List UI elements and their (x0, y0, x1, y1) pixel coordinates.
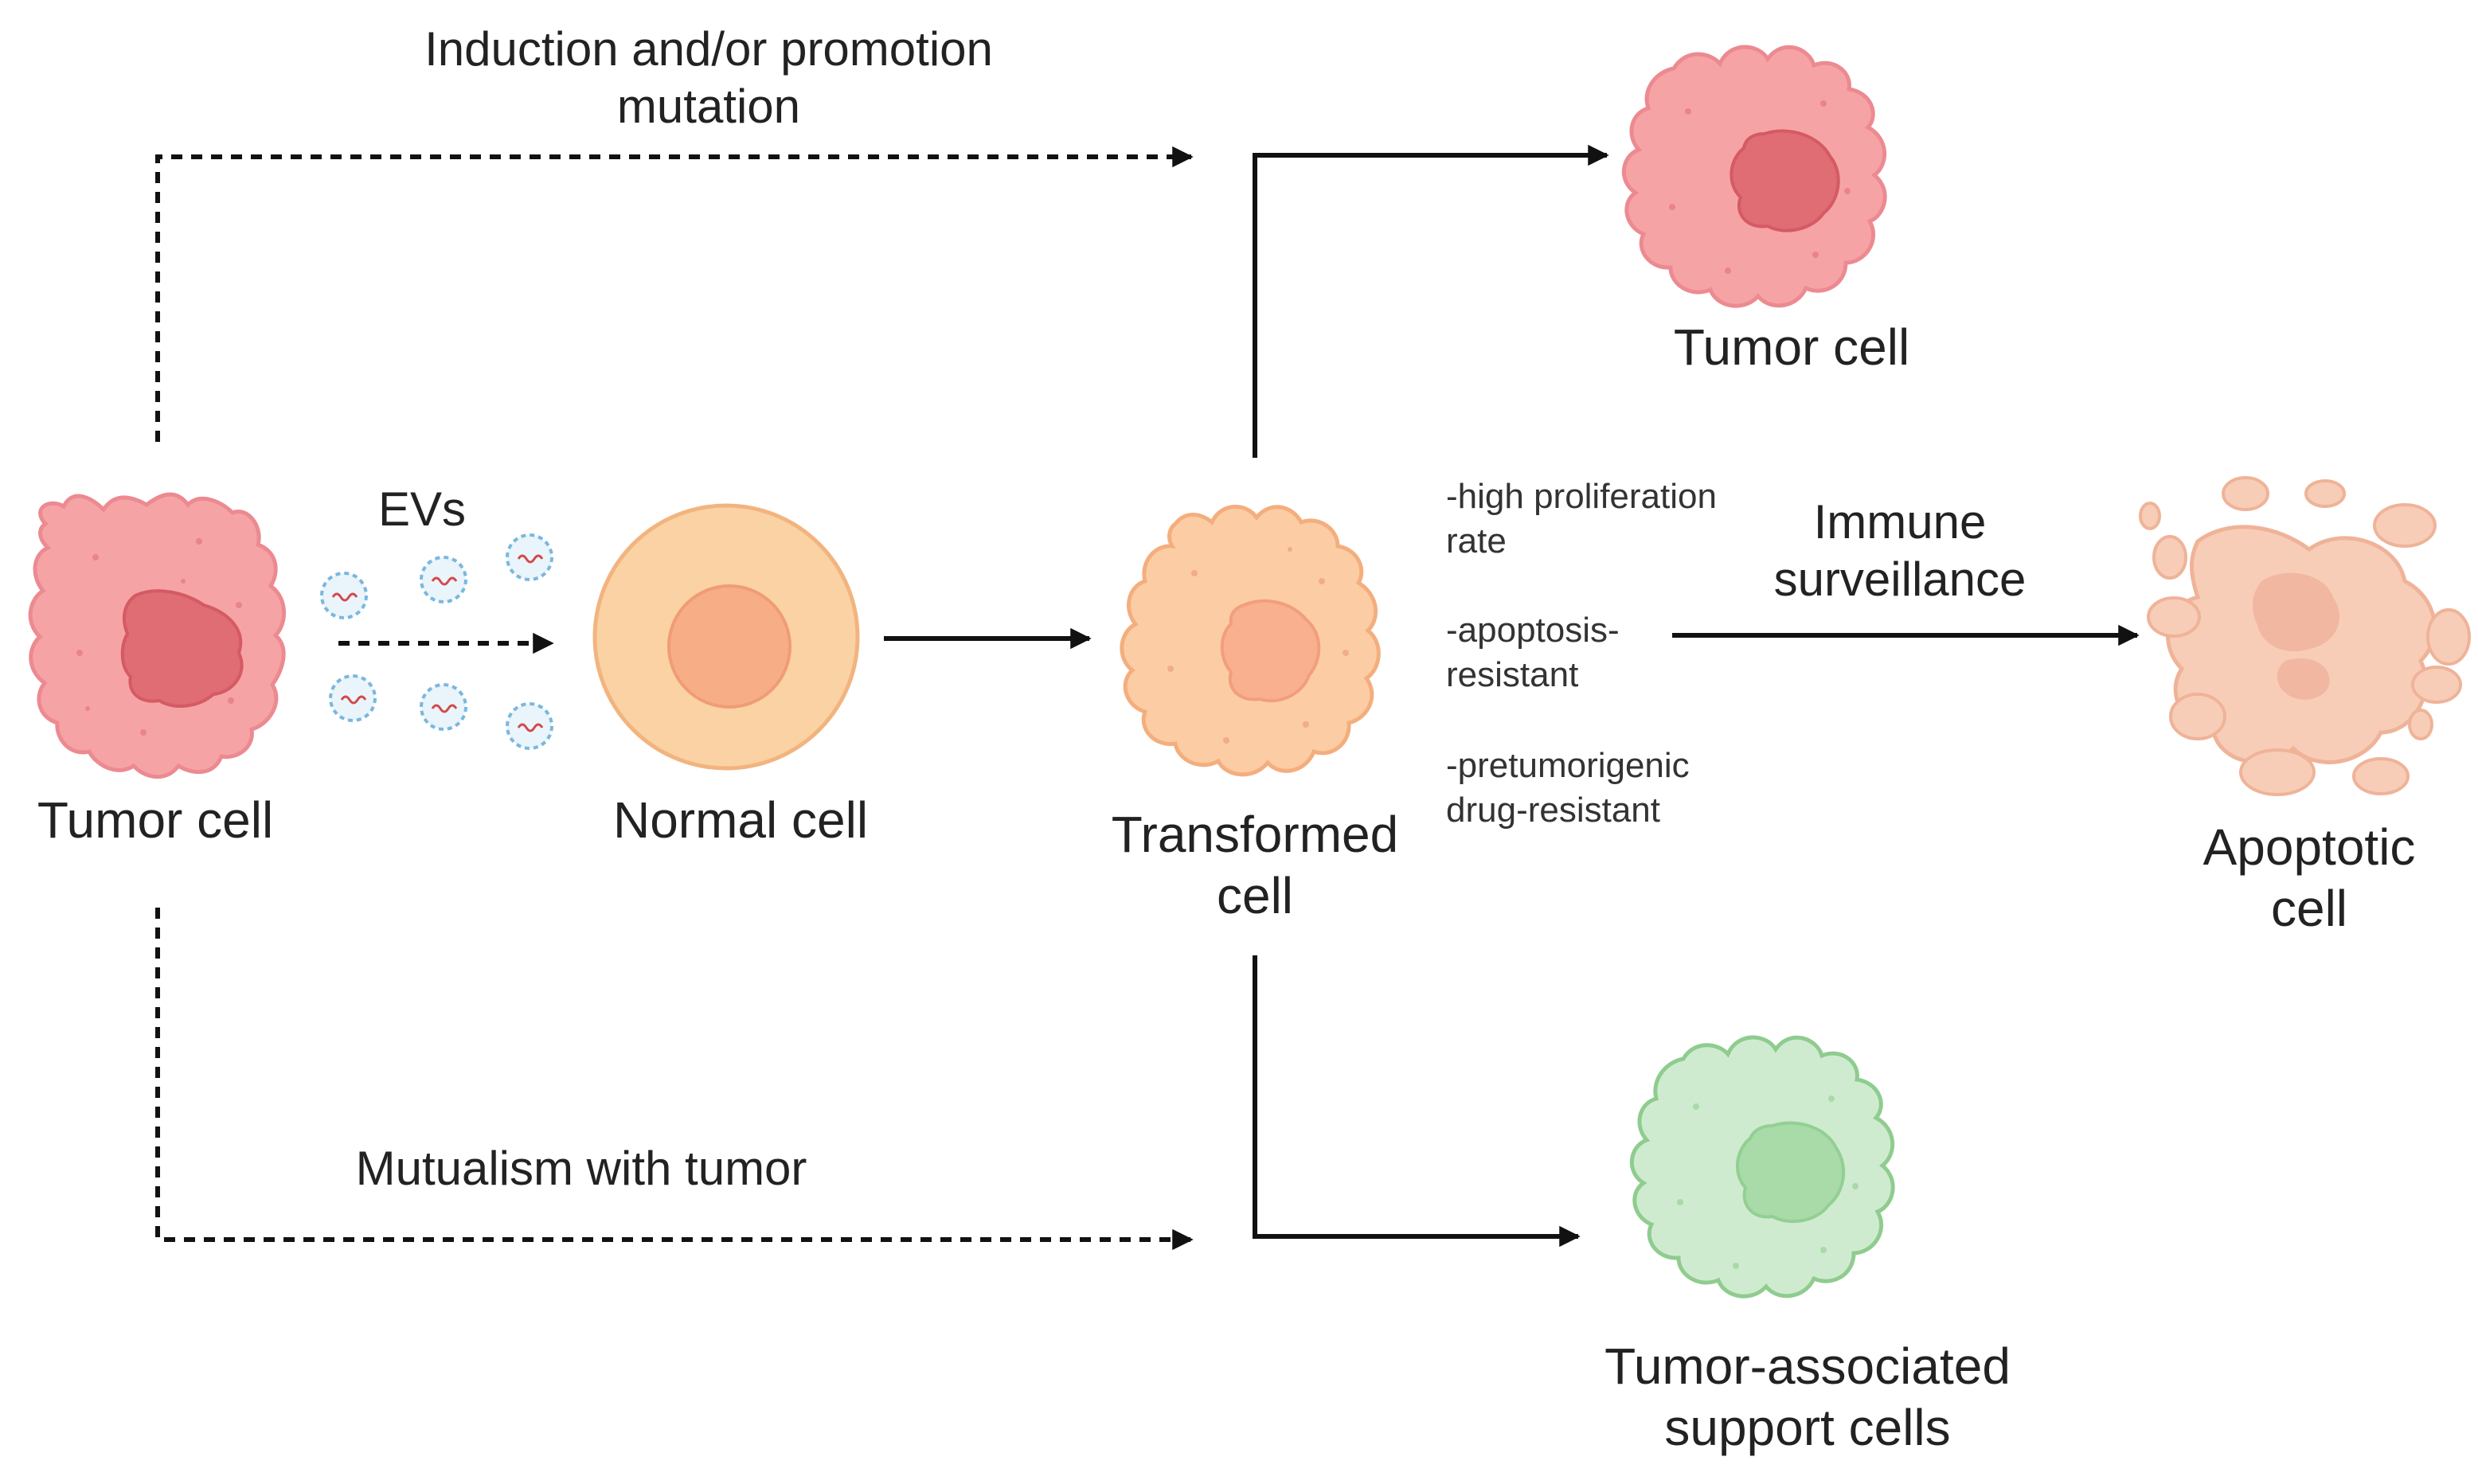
apoptotic-cell-label: Apoptotic cell (2202, 818, 2416, 937)
transformed-cell-icon (1120, 505, 1381, 777)
arrow-mutualism-dashed (155, 908, 1194, 1251)
arrow-induction-dashed (155, 146, 1194, 442)
arrow-transformed-to-support (1253, 955, 1581, 1248)
immune-surveillance-label: Immune surveillance (1773, 495, 2027, 606)
apoptotic-cell-icon (2139, 476, 2471, 796)
trait-high-proliferation: -high proliferation rate (1446, 477, 1717, 560)
ev-particle-icon (320, 572, 368, 619)
trait-pretumorigenic: -pretumorigenic drug-resistant (1446, 746, 1690, 830)
transformed-cell-label: Transformed cell (1111, 806, 1399, 924)
ev-particle-icon (420, 683, 467, 731)
tumor-cell-left-icon (28, 492, 286, 779)
arrow-transformed-to-tumor (1253, 144, 1609, 458)
normal-cell-label: Normal cell (612, 791, 869, 849)
induction-label: Induction and/or promotion mutation (424, 22, 993, 133)
ev-particle-icon (506, 533, 553, 581)
evs-label: EVs (377, 482, 467, 536)
ev-particle-icon (329, 674, 377, 722)
extracellular-vesicles (320, 533, 553, 750)
ev-particle-icon (506, 702, 553, 750)
tumor-cell-top-label: Tumor cell (1673, 318, 1910, 376)
normal-cell-icon (592, 503, 860, 771)
support-cell-icon (1630, 1035, 1895, 1298)
support-cells-label: Tumor-associated support cells (1604, 1338, 2011, 1456)
tumor-cell-top-icon (1622, 45, 1887, 308)
mutualism-label: Mutualism with tumor (355, 1142, 807, 1195)
connectors (155, 144, 2140, 1251)
tumor-cell-left-label: Tumor cell (37, 791, 274, 849)
trait-apoptosis-resistant: -apoptosis- resistant (1446, 611, 1620, 694)
ev-particle-icon (420, 556, 467, 603)
